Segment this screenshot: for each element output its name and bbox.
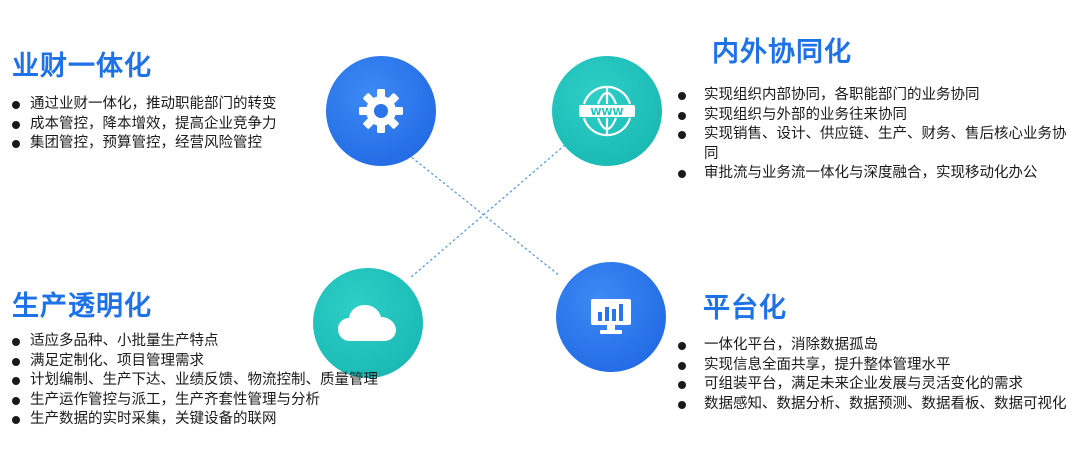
list-item: 实现组织内部协同，各职能部门的业务协同 <box>674 86 1078 106</box>
list-item: 数据感知、数据分析、数据预测、数据看板、数据可视化 <box>674 395 1070 415</box>
list-finance-integration: 通过业财一体化，推动职能部门的转变 成本管控，降本增效，提高企业竞争力 集团管控… <box>10 95 340 154</box>
list-platform: 一体化平台，消除数据孤岛 实现信息全面共享，提升整体管理水平 可组装平台，满足未… <box>674 336 1070 414</box>
list-item: 计划编制、生产下达、业绩反馈、物流控制、质量管理 <box>10 371 430 391</box>
circle-collaboration: WWW <box>552 56 662 166</box>
title-platform: 平台化 <box>703 293 787 324</box>
list-item: 实现组织与外部的业务往来协同 <box>674 106 1078 126</box>
connector-line-tr-bl <box>409 144 566 279</box>
list-item: 集团管控，预算管控，经营风险管控 <box>10 134 340 154</box>
list-item: 可组装平台，满足未来企业发展与灵活变化的需求 <box>674 375 1070 395</box>
www-globe-icon: WWW <box>579 85 635 137</box>
circle-production-transparency <box>313 268 423 378</box>
cloud-icon <box>338 305 396 341</box>
monitor-chart-icon <box>591 299 631 334</box>
list-item: 审批流与业务流一体化与深度融合，实现移动化办公 <box>674 164 1078 184</box>
list-item: 通过业财一体化，推动职能部门的转变 <box>10 95 340 115</box>
list-production-transparency: 适应多品种、小批量生产特点 满足定制化、项目管理需求 计划编制、生产下达、业绩反… <box>10 332 430 430</box>
list-item: 满足定制化、项目管理需求 <box>10 352 430 372</box>
connector-line-tl-br <box>399 147 561 277</box>
gear-icon <box>359 89 403 133</box>
list-collaboration: 实现组织内部协同，各职能部门的业务协同 实现组织与外部的业务往来协同 实现销售、… <box>674 86 1078 184</box>
title-finance-integration: 业财一体化 <box>12 51 152 82</box>
list-item: 成本管控，降本增效，提高企业竞争力 <box>10 115 340 135</box>
list-item: 实现信息全面共享，提升整体管理水平 <box>674 356 1070 376</box>
list-item: 适应多品种、小批量生产特点 <box>10 332 430 352</box>
svg-text:WWW: WWW <box>590 107 623 118</box>
circle-platform <box>556 262 666 372</box>
title-production-transparency: 生产透明化 <box>12 291 152 322</box>
list-item: 生产运作管控与派工，生产齐套性管理与分析 <box>10 391 430 411</box>
circle-finance-integration <box>326 56 436 166</box>
list-item: 实现销售、设计、供应链、生产、财务、售后核心业务协同 <box>674 125 1078 164</box>
list-item: 一体化平台，消除数据孤岛 <box>674 336 1070 356</box>
title-collaboration: 内外协同化 <box>712 37 852 68</box>
list-item: 生产数据的实时采集，关键设备的联网 <box>10 410 430 430</box>
